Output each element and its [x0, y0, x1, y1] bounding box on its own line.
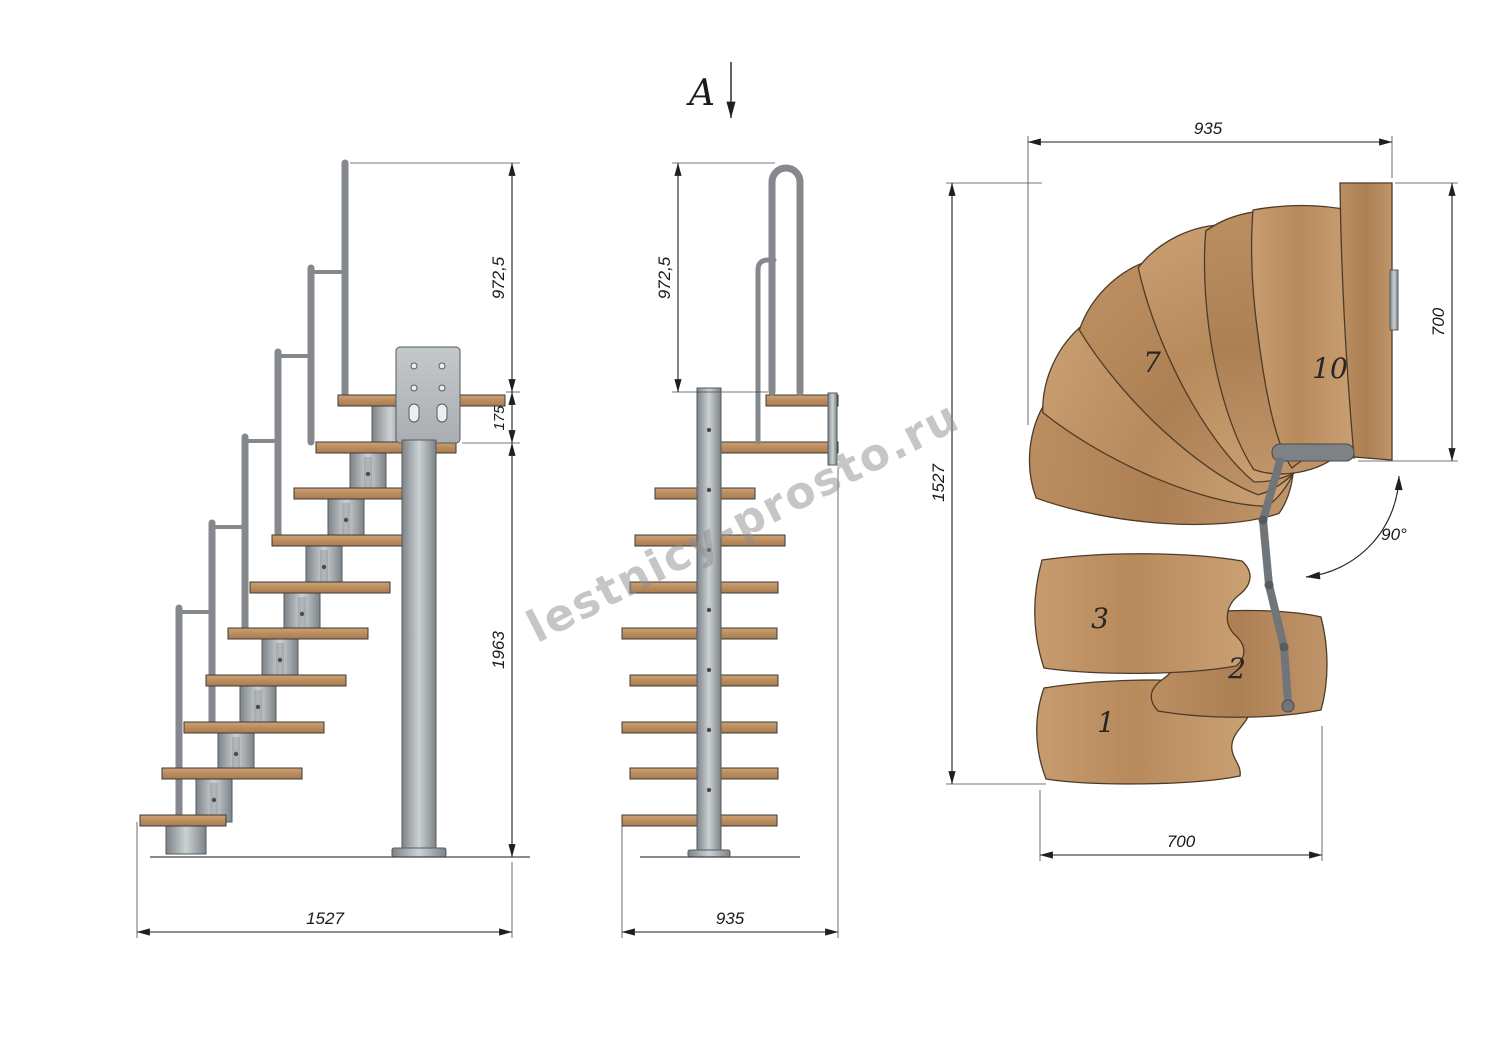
- tread: [711, 441, 839, 454]
- tread: [271, 534, 413, 547]
- front-dimensions: 972,5 935: [621, 162, 839, 938]
- side-dimensions: 972,5 175 1963 1527: [136, 162, 520, 938]
- handrail-joint: [1264, 580, 1274, 590]
- front-handrail: [755, 164, 838, 466]
- column-base: [687, 849, 731, 858]
- plate-hole: [410, 384, 418, 392]
- mounting-plate: [395, 346, 461, 444]
- dim-label-total-depth: 1527: [929, 464, 948, 502]
- side-treads: [139, 394, 506, 827]
- tread: [161, 767, 303, 780]
- handrail-joint: [1279, 642, 1289, 652]
- turn-angle-annotation: 90°: [1305, 475, 1407, 580]
- dim-label-rail-height-front: 972,5: [655, 256, 674, 299]
- handrail-grip: [1271, 443, 1355, 462]
- plate-hole: [438, 362, 446, 370]
- plate-hole: [438, 384, 446, 392]
- handrail-end: [1281, 699, 1295, 713]
- front-view: A: [621, 62, 839, 938]
- dim-label-rail-height: 972,5: [489, 256, 508, 299]
- dim-label-run-length: 1527: [306, 909, 344, 928]
- wall-bracket: [827, 392, 838, 466]
- step-label-3: 3: [1091, 602, 1109, 635]
- handrail-joint: [1258, 515, 1268, 525]
- dim-label-turn-angle: 90°: [1381, 525, 1407, 544]
- tread: [227, 627, 369, 640]
- plan-view: 1 2 3 7 10 90° 935 700 1527 700: [929, 119, 1458, 861]
- center-column: [401, 439, 437, 851]
- tread: [315, 441, 457, 454]
- plan-dimensions: 935 700 1527 700: [929, 119, 1458, 861]
- side-view: 972,5 175 1963 1527: [136, 159, 530, 938]
- handrail-post: [755, 257, 777, 445]
- tread: [205, 674, 347, 687]
- stair-module: [165, 825, 207, 855]
- step-label-7: 7: [1143, 346, 1161, 379]
- tread: [249, 581, 391, 594]
- plan-tread-3: [1034, 553, 1251, 675]
- tread: [139, 814, 227, 827]
- dim-label-landing-depth: 700: [1429, 307, 1448, 336]
- angle-arc: [1305, 475, 1403, 580]
- plate-slot: [408, 403, 420, 423]
- section-marker: A: [686, 62, 736, 119]
- step-label-1: 1: [1097, 706, 1115, 739]
- side-column: [391, 346, 461, 858]
- side-handrail: [175, 159, 349, 819]
- center-column: [696, 387, 722, 851]
- dim-label-platform-gap: 175: [491, 405, 508, 431]
- dim-label-width-front: 935: [716, 909, 745, 928]
- step-label-10: 10: [1312, 352, 1348, 385]
- column-base: [391, 847, 447, 858]
- dim-label-top-width: 935: [1194, 119, 1223, 138]
- handrail-loop: [768, 164, 804, 396]
- plan-handrail: [1258, 443, 1355, 713]
- platform-tread: [765, 394, 839, 407]
- dim-label-flight-width: 700: [1167, 832, 1196, 851]
- tread: [183, 721, 325, 734]
- dim-label-total-height: 1963: [489, 631, 508, 669]
- front-column: [687, 387, 731, 858]
- section-label: A: [686, 73, 715, 114]
- front-treads: [621, 394, 839, 827]
- step-label-2: 2: [1227, 652, 1246, 685]
- plan-landing: [1339, 182, 1393, 461]
- plate-slot: [436, 403, 448, 423]
- watermark-text: lestnicy-prosto.ru: [519, 391, 968, 654]
- plate-hole: [410, 362, 418, 370]
- wall-bracket-plan: [1389, 269, 1399, 331]
